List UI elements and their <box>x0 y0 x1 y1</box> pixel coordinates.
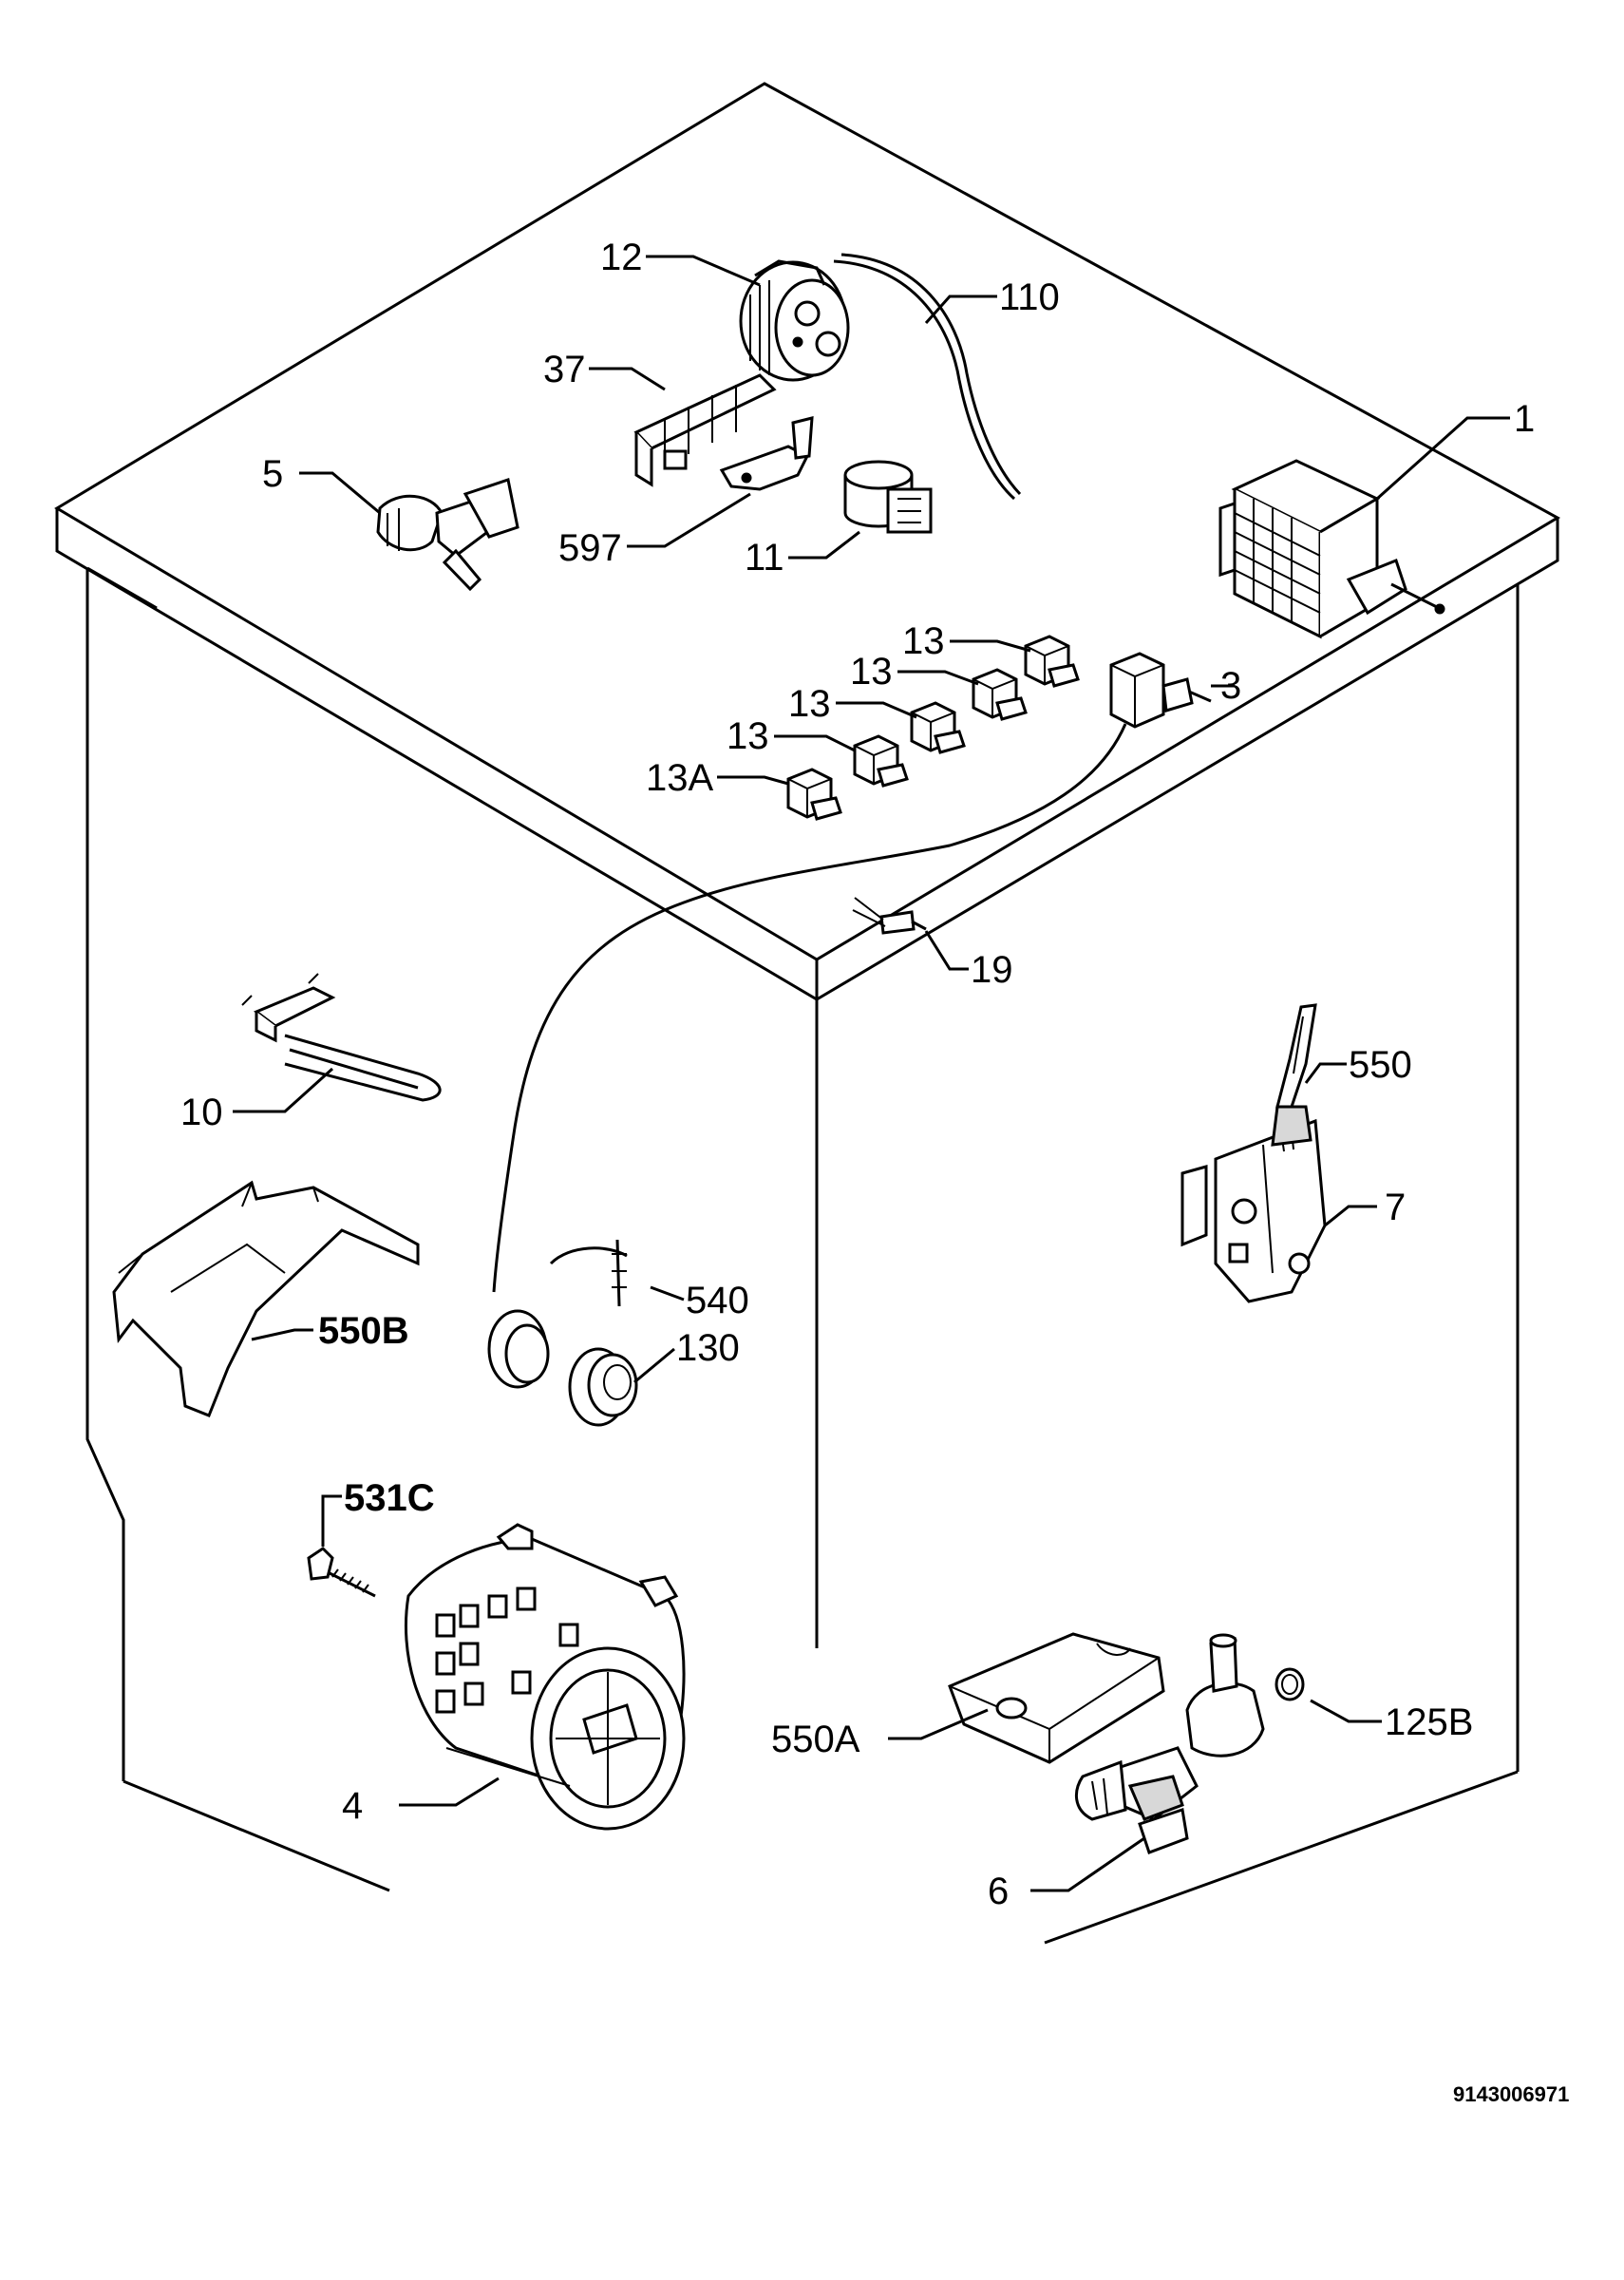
leader-lines <box>233 255 1510 1892</box>
part-labels: 12 110 37 1 5 597 11 13 13 13 13 13A 3 1… <box>180 237 1535 1912</box>
label-4: 4 <box>342 1785 363 1827</box>
part-5-valve <box>376 478 519 592</box>
label-110: 110 <box>999 276 1060 318</box>
part-1-timer <box>1218 459 1445 639</box>
label-13A: 13A <box>646 757 713 799</box>
label-10: 10 <box>180 1092 223 1133</box>
drawing-number: 9143006971 <box>1453 2082 1569 2106</box>
label-13-2: 13 <box>788 683 831 725</box>
connector-13-4 <box>1024 635 1080 688</box>
label-12: 12 <box>600 237 643 278</box>
label-5: 5 <box>262 453 283 495</box>
part-19-sensor <box>852 897 927 935</box>
label-3: 3 <box>1220 665 1241 707</box>
connector-13A <box>786 768 842 821</box>
part-550-lever <box>1271 1003 1317 1147</box>
part-12-pressure-switch <box>739 253 1022 501</box>
parts-13-connectors <box>786 635 1080 821</box>
label-37: 37 <box>543 349 586 390</box>
part-597-clip <box>719 416 814 491</box>
label-6: 6 <box>988 1871 1009 1912</box>
part-11-capacitor <box>843 460 933 534</box>
part-130-grommets <box>487 1309 638 1427</box>
label-597: 597 <box>558 527 622 569</box>
part-540-clip <box>549 1239 628 1307</box>
motor-vents <box>435 1586 579 1714</box>
label-7: 7 <box>1385 1187 1406 1228</box>
label-550B: 550B <box>318 1310 409 1352</box>
label-125B: 125B <box>1385 1701 1473 1743</box>
part-7-door-lock <box>1180 1118 1327 1303</box>
label-550A: 550A <box>771 1719 860 1760</box>
part-125B-seal <box>1275 1667 1305 1701</box>
label-13-4: 13 <box>902 620 945 662</box>
label-11: 11 <box>745 537 784 579</box>
cabinet-outline <box>54 82 1561 1945</box>
label-13-3: 13 <box>850 651 893 693</box>
part-6-pump <box>1074 1633 1265 1854</box>
part-37-terminal-block <box>633 373 777 487</box>
connector-13-3 <box>972 668 1028 721</box>
label-13-1: 13 <box>727 715 769 757</box>
part-3-switch <box>492 652 1212 1293</box>
label-19: 19 <box>971 949 1013 991</box>
label-531C: 531C <box>344 1477 435 1519</box>
connector-13-2 <box>910 701 966 754</box>
part-531C-screw <box>307 1547 376 1598</box>
label-540: 540 <box>686 1280 749 1321</box>
part-550B-cover <box>112 1180 420 1417</box>
label-1: 1 <box>1514 398 1535 440</box>
label-130: 130 <box>676 1327 740 1369</box>
part-10-heater <box>241 973 442 1102</box>
part-4-motor <box>405 1523 686 1831</box>
connector-13-1 <box>853 734 909 788</box>
label-550: 550 <box>1349 1044 1412 1086</box>
part-550A-cover <box>948 1632 1165 1764</box>
